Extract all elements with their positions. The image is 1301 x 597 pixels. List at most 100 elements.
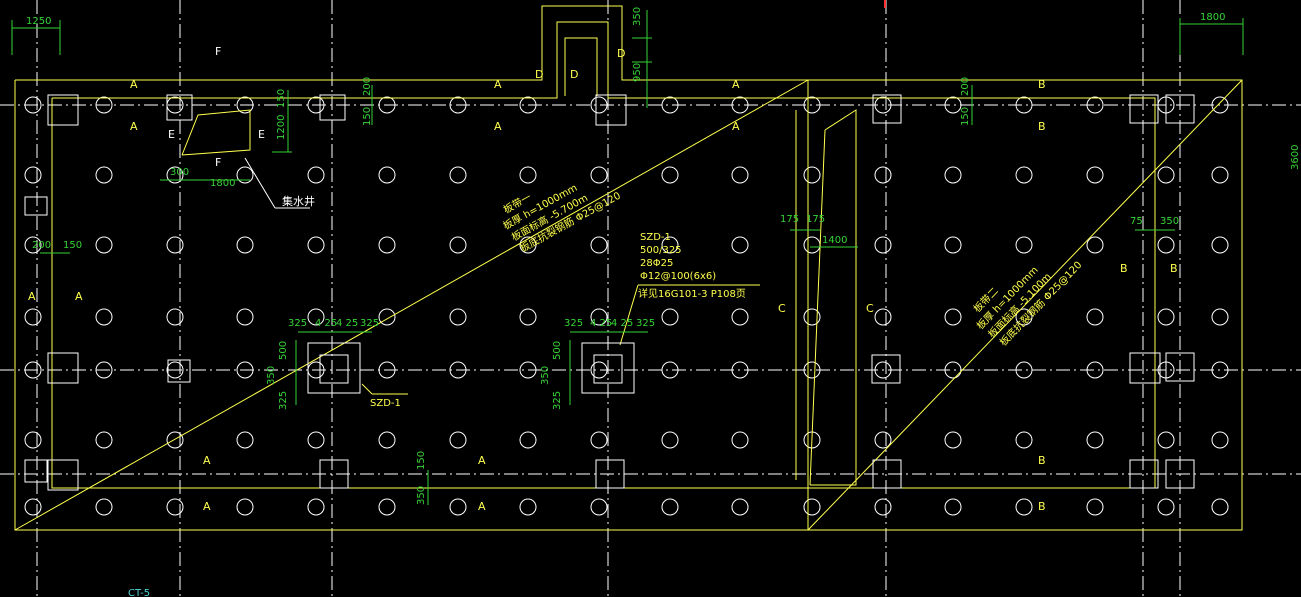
dim-text: 1800: [1200, 12, 1225, 23]
section-mark: B: [1038, 120, 1046, 133]
pile-circle: [661, 236, 679, 254]
pile-circle: [944, 308, 962, 326]
pile-circle: [519, 498, 537, 516]
pile-circle: [1015, 431, 1033, 449]
dim-text: 350: [416, 486, 427, 505]
dim-text: 325: [288, 318, 307, 329]
pile-circle: [661, 166, 679, 184]
pile-circle: [24, 236, 42, 254]
dim-text: 4 25: [336, 318, 358, 329]
section-mark: E: [258, 128, 265, 141]
column-box: [319, 459, 349, 489]
szd-callout-reference: 详见16G101-3 P108页: [638, 287, 746, 300]
pile-circle: [378, 308, 396, 326]
pit-inner-outline: [564, 37, 598, 96]
pile-circle: [1157, 166, 1175, 184]
step-wedge: [810, 109, 857, 486]
section-mark: F: [215, 45, 221, 58]
sump-callout: 集水井: [244, 157, 315, 209]
pile-circle: [1157, 498, 1175, 516]
column-box: [872, 459, 902, 489]
pile-circle: [378, 96, 396, 114]
pile-circle: [1015, 308, 1033, 326]
dim-text: 325: [564, 318, 583, 329]
pile-circle: [378, 361, 396, 379]
pile-circle: [236, 236, 254, 254]
pile-circle: [166, 498, 184, 516]
pile-circle: [95, 236, 113, 254]
column-label-szd: SZD-1: [370, 398, 401, 409]
pile-circle: [449, 166, 467, 184]
section-mark: A: [130, 78, 138, 91]
pile-circle: [449, 498, 467, 516]
pile-circle: [236, 498, 254, 516]
pile-circle: [944, 96, 962, 114]
section-mark: B: [1038, 78, 1046, 91]
column-box: [166, 94, 193, 121]
pile-circle: [24, 498, 42, 516]
pile-circle: [378, 166, 396, 184]
dimension-labels: 1250 1800 350 950 200 150 150 1200 200 1…: [26, 7, 1301, 505]
szd-callout-size: 500/325: [640, 245, 682, 256]
dim-text: 3600: [1290, 145, 1301, 170]
section-mark: A: [130, 120, 138, 133]
section-mark: A: [203, 500, 211, 513]
pile-circle: [803, 166, 821, 184]
pile-circle: [1157, 431, 1175, 449]
pile-circle: [590, 166, 608, 184]
pile-circle: [24, 96, 42, 114]
column-szd-inner: [319, 354, 349, 384]
column-box: [47, 459, 79, 491]
pile-circle: [519, 431, 537, 449]
pile-circle: [1015, 498, 1033, 516]
section-mark: B: [1120, 262, 1128, 275]
pile-circle: [519, 236, 537, 254]
szd-callout-title: SZD-1: [640, 232, 671, 243]
dim-text: 175: [780, 214, 799, 225]
section-mark: F: [215, 156, 221, 169]
pile-circle: [944, 361, 962, 379]
slab-band-2-diagonal: [807, 79, 1243, 531]
pile-circle: [1086, 308, 1104, 326]
section-mark: B: [1170, 262, 1178, 275]
inner-boundary: [51, 21, 1156, 489]
pile-circle: [661, 308, 679, 326]
pile-circle: [166, 308, 184, 326]
pile-circle: [731, 361, 749, 379]
column-box: [319, 94, 346, 121]
column-box: [1165, 459, 1195, 489]
sump-outline: [181, 109, 251, 156]
pile-circle: [944, 431, 962, 449]
column-szd-inner: [593, 354, 623, 384]
pile-circle: [661, 96, 679, 114]
column-box: [24, 459, 48, 483]
pile-circle: [95, 308, 113, 326]
pile-circle: [803, 361, 821, 379]
column-box: [24, 196, 48, 216]
pile-circle: [449, 308, 467, 326]
pile-circle: [874, 96, 892, 114]
pile-circle: [378, 498, 396, 516]
slab-band-1-diagonal: [14, 79, 809, 531]
szd-callout-stirrup: Φ12@100(6x6): [640, 271, 716, 282]
column-box: [1129, 352, 1161, 384]
dim-text: 325: [360, 318, 379, 329]
section-mark: A: [478, 500, 486, 513]
column-box: [1129, 94, 1159, 124]
pile-circle: [590, 431, 608, 449]
pile-circle: [590, 498, 608, 516]
column-box: [167, 359, 191, 383]
section-mark: A: [494, 120, 502, 133]
section-mark: E: [168, 128, 175, 141]
pile-circle: [378, 236, 396, 254]
dim-text: 1800: [210, 178, 235, 189]
dim-text: 350: [540, 366, 551, 385]
dim-text: 500: [278, 341, 289, 360]
pile-circle: [1015, 236, 1033, 254]
col-label-leader: [361, 383, 373, 395]
dim-text: 325: [278, 391, 289, 410]
section-mark: A: [732, 120, 740, 133]
column-box: [872, 94, 902, 124]
section-cut-marks: A A A A A A A A A A A A B B B B B B C C …: [28, 45, 1178, 513]
